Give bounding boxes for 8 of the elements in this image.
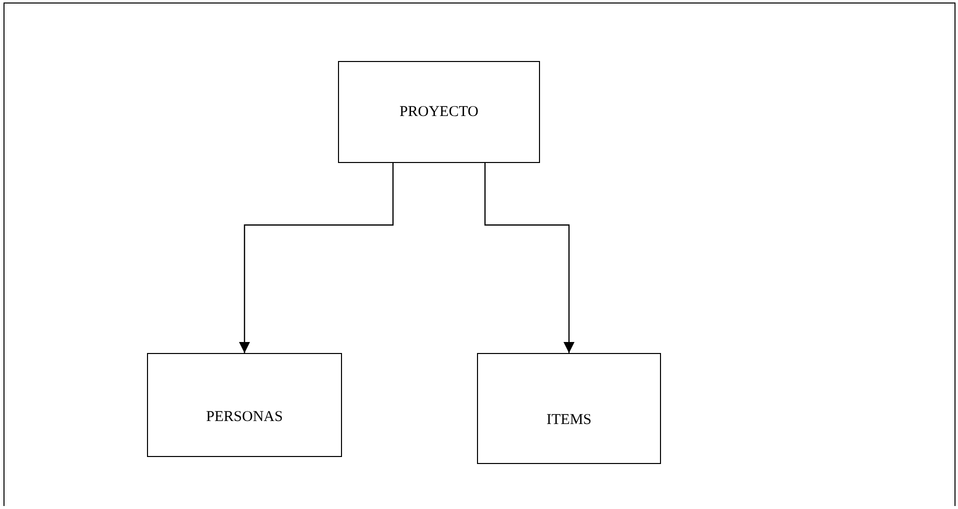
arrow: [239, 163, 394, 353]
arrow: [484, 163, 574, 353]
box-label: PERSONAS: [206, 408, 283, 426]
box-label: PROYECTO: [400, 104, 478, 120]
entity-box: [147, 353, 342, 457]
entity-box: [338, 61, 540, 163]
box-label: ITEMS: [546, 412, 592, 429]
entity-box: [477, 353, 661, 464]
